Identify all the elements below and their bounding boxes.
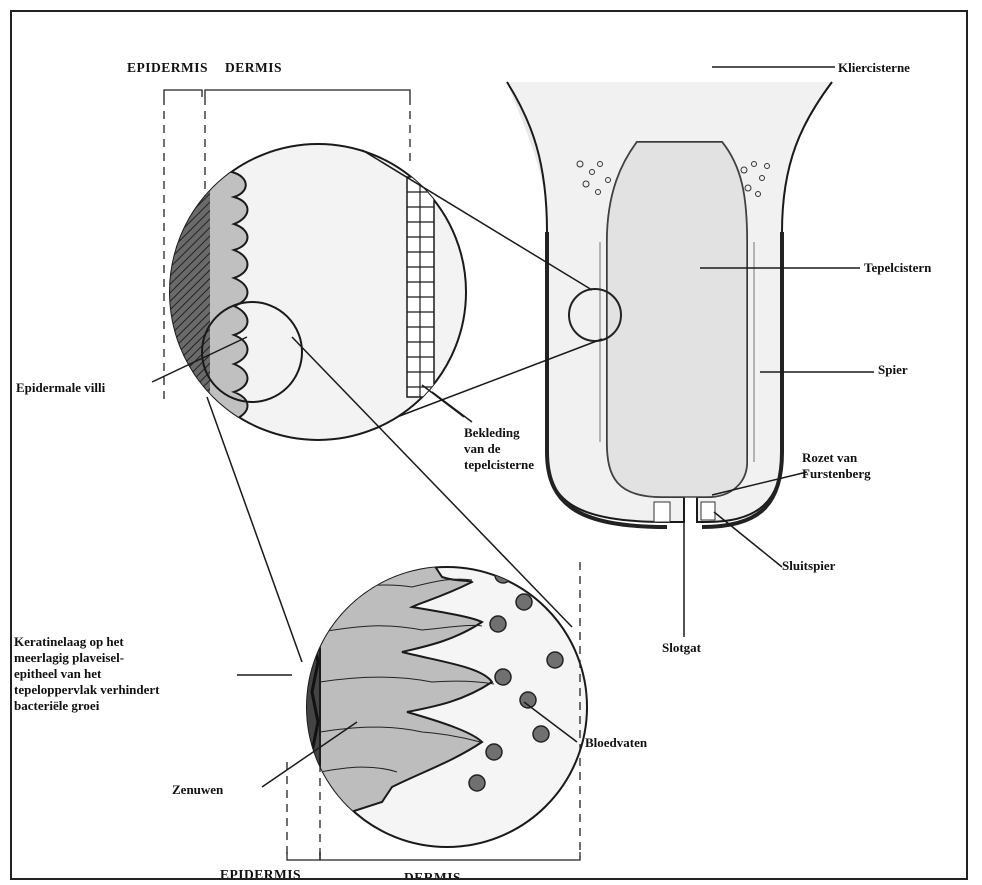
diagram-frame: EPIDERMIS DERMIS Kliercisterne Tepelcist…: [10, 10, 968, 880]
dermis-bottom-label: DERMIS: [404, 870, 461, 880]
zenuwen-label: Zenuwen: [172, 782, 223, 798]
keratinelaag-label: Keratinelaag op het meerlagig plaveisel-…: [14, 634, 160, 714]
keratin-layer: [272, 562, 320, 862]
teat-cross-section: [507, 82, 832, 527]
epidermale-villi-label: Epidermale villi: [16, 380, 105, 396]
sluitspier-label: Sluitspier: [782, 558, 835, 574]
sphincter-left: [654, 502, 670, 522]
epidermis-bottom-label: EPIDERMIS: [220, 867, 301, 880]
kliercisterne-label: Kliercisterne: [838, 60, 910, 76]
rozet-label: Rozet van Furstenberg: [802, 450, 871, 482]
epidermis-top-label: EPIDERMIS: [127, 60, 208, 76]
spier-label: Spier: [878, 362, 908, 378]
tepelcisterne-label: Tepelcistern: [864, 260, 931, 276]
bekleding-label: Bekleding van de tepelcisterne: [464, 425, 534, 473]
dermis-top-label: DERMIS: [225, 60, 282, 76]
sphincter-right: [701, 502, 715, 520]
slotgat-label: Slotgat: [662, 640, 701, 656]
lower-magnification: [272, 554, 587, 862]
teat-cistern: [607, 142, 747, 497]
bloedvaten-label: Bloedvaten: [585, 735, 647, 751]
